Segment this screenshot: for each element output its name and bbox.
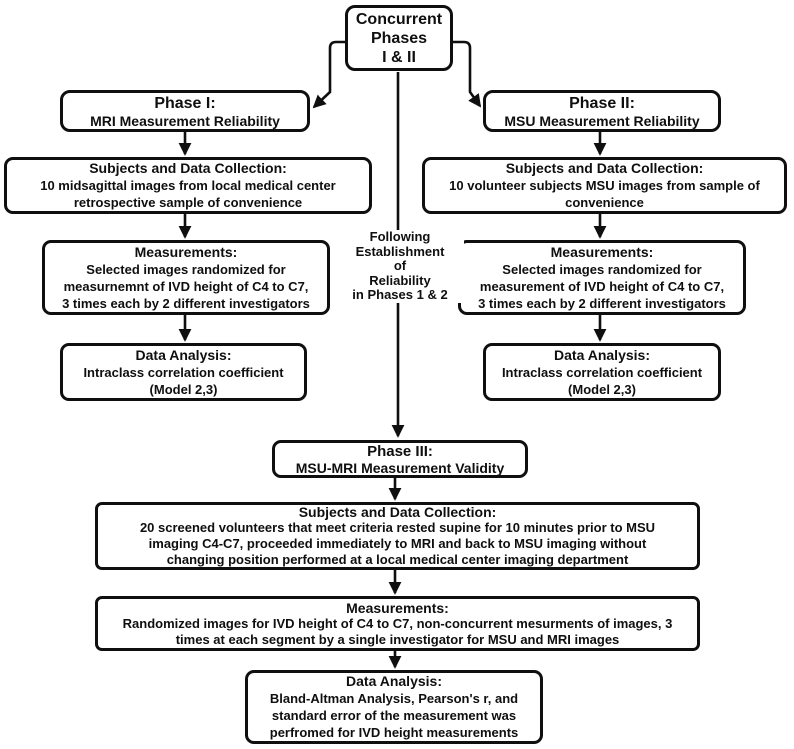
node-phase3: Phase III: MSU-MRI Measurement Validity <box>272 440 528 478</box>
node-phase3-analysis: Data Analysis: Bland-Altman Analysis, Pe… <box>245 670 543 744</box>
phase3-measurements-title: Measurements: <box>346 599 449 616</box>
phase3-subtitle: MSU-MRI Measurement Validity <box>295 459 505 476</box>
phase2-measurements-title: Measurements: <box>550 243 654 260</box>
node-phase1-analysis: Data Analysis: Intraclass correlation co… <box>60 343 307 401</box>
phase2-analysis-title: Data Analysis: <box>554 346 650 363</box>
node-phase1-measurements: Measurements: Selected images randomized… <box>42 240 330 315</box>
phase1-analysis-body: Intraclass correlation coefficient(Model… <box>83 364 284 397</box>
node-phase2-measurements: Measurements: Selected images randomized… <box>458 240 746 315</box>
phase3-analysis-title: Data Analysis: <box>346 673 442 689</box>
phase2-subtitle: MSU Measurement Reliability <box>504 112 700 129</box>
node-phase1: Phase I: MRI Measurement Reliability <box>60 90 310 132</box>
connector-top-to-phase2 <box>453 40 482 108</box>
phase3-measurements-body: Randomized images for IVD height of C4 t… <box>122 615 673 647</box>
connector-top-to-phase1 <box>312 40 345 109</box>
node-phase3-subjects: Subjects and Data Collection: 20 screene… <box>95 502 700 570</box>
phase1-subjects-body: 10 midsagittal images from local medical… <box>40 178 336 210</box>
node-phase2-analysis: Data Analysis: Intraclass correlation co… <box>483 343 721 401</box>
phase3-subjects-body: 20 screened volunteers that meet criteri… <box>139 520 656 567</box>
node-phase2-subjects: Subjects and Data Collection: 10 volunte… <box>422 157 787 214</box>
phase1-measurements-title: Measurements: <box>134 243 238 260</box>
phase1-subtitle: MRI Measurement Reliability <box>90 112 280 129</box>
phase3-subjects-title: Subjects and Data Collection: <box>298 504 497 520</box>
node-phase1-subjects: Subjects and Data Collection: 10 midsagi… <box>4 157 372 214</box>
phase2-subjects-body: 10 volunteer subjects MSU images from sa… <box>449 178 760 210</box>
phase1-title: Phase I: <box>154 94 216 112</box>
node-phase2: Phase II: MSU Measurement Reliability <box>483 90 721 132</box>
phase1-analysis-title: Data Analysis: <box>135 346 232 363</box>
node-phase3-measurements: Measurements: Randomized images for IVD … <box>95 596 700 651</box>
phase2-subjects-title: Subjects and Data Collection: <box>505 160 704 176</box>
phase2-analysis-body: Intraclass correlation coefficient(Model… <box>501 364 703 397</box>
phase2-title: Phase II: <box>569 94 635 112</box>
phase1-subjects-title: Subjects and Data Collection: <box>89 160 287 176</box>
phase3-title: Phase III: <box>367 442 433 460</box>
